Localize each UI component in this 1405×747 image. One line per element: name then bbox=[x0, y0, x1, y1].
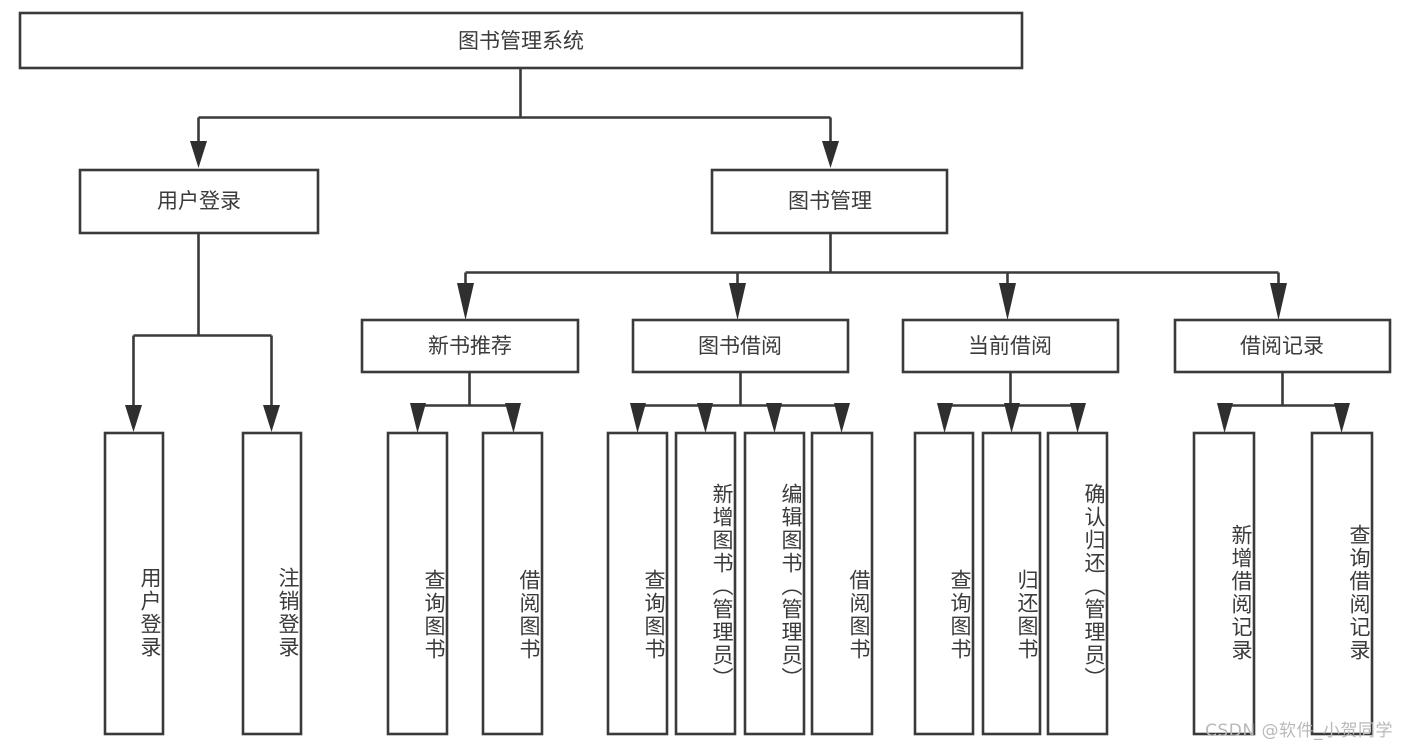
arrowhead-current-borrow bbox=[999, 283, 1016, 320]
arrowhead-leaf-user-login bbox=[125, 405, 142, 432]
node-current-borrow[interactable] bbox=[901, 318, 1120, 374]
node-book-borrow[interactable] bbox=[631, 318, 850, 374]
node-leaf-user-login[interactable] bbox=[103, 431, 165, 736]
node-root[interactable] bbox=[18, 11, 1024, 70]
arrowhead-leaf-query-book-2 bbox=[630, 403, 646, 433]
connector-group-book-borrow bbox=[630, 372, 850, 433]
node-user-login[interactable] bbox=[78, 168, 320, 235]
connector-group-borrow-record bbox=[1217, 372, 1350, 433]
node-leaf-borrow-book-1[interactable] bbox=[481, 431, 544, 736]
label-book-manage: 图书管理 bbox=[788, 189, 872, 213]
node-leaf-query-record[interactable] bbox=[1310, 431, 1374, 736]
arrowhead-leaf-query-book-1 bbox=[410, 403, 426, 433]
arrowhead-new-book-rec bbox=[457, 283, 474, 320]
arrowhead-book-manage bbox=[822, 141, 839, 168]
label-book-borrow: 图书借阅 bbox=[698, 334, 782, 358]
node-borrow-record[interactable] bbox=[1173, 318, 1392, 374]
label-user-login: 用户登录 bbox=[157, 189, 241, 213]
node-leaf-query-book-2[interactable] bbox=[606, 431, 669, 736]
arrowhead-book-borrow bbox=[729, 283, 746, 320]
arrowhead-leaf-borrow-book-1 bbox=[505, 403, 521, 433]
arrowhead-leaf-confirm-return bbox=[1070, 403, 1086, 433]
label-root: 图书管理系统 bbox=[458, 29, 584, 53]
node-new-book-rec[interactable] bbox=[360, 318, 580, 374]
node-book-manage[interactable] bbox=[710, 168, 949, 235]
connector-group-current-borrow bbox=[937, 372, 1086, 433]
arrowhead-leaf-borrow-book-2 bbox=[834, 403, 850, 433]
node-leaf-logout[interactable] bbox=[241, 431, 303, 736]
node-leaf-add-book[interactable] bbox=[674, 431, 737, 736]
node-leaf-return-book[interactable] bbox=[981, 431, 1042, 736]
arrowhead-borrow-record bbox=[1270, 283, 1287, 320]
connector-group-root bbox=[190, 68, 839, 168]
arrowhead-leaf-logout bbox=[263, 405, 280, 432]
arrowhead-leaf-query-record bbox=[1334, 403, 1350, 433]
arrowhead-leaf-add-book bbox=[697, 403, 713, 433]
connector-group-book-manage bbox=[457, 233, 1287, 320]
node-leaf-confirm-return[interactable] bbox=[1046, 431, 1109, 736]
arrowhead-leaf-edit-book bbox=[766, 403, 782, 433]
arrowhead-leaf-add-record bbox=[1217, 403, 1233, 433]
label-borrow-record: 借阅记录 bbox=[1240, 334, 1324, 358]
arrowhead-leaf-return-book bbox=[1004, 403, 1020, 433]
node-leaf-borrow-book-2[interactable] bbox=[810, 431, 874, 736]
arrowhead-user-login bbox=[190, 141, 207, 168]
label-current-borrow: 当前借阅 bbox=[968, 334, 1052, 358]
node-leaf-edit-book[interactable] bbox=[743, 431, 806, 736]
connector-group-new-book-rec bbox=[410, 372, 521, 433]
node-leaf-query-book-3[interactable] bbox=[913, 431, 975, 736]
connector-group-user-login bbox=[125, 233, 280, 432]
label-new-book-rec: 新书推荐 bbox=[428, 334, 512, 358]
watermark-text: CSDN @软件_小贺同学 bbox=[1205, 721, 1393, 741]
node-leaf-query-book-1[interactable] bbox=[386, 431, 449, 736]
arrowhead-leaf-query-book-3 bbox=[937, 403, 953, 433]
node-leaf-add-record[interactable] bbox=[1192, 431, 1256, 736]
